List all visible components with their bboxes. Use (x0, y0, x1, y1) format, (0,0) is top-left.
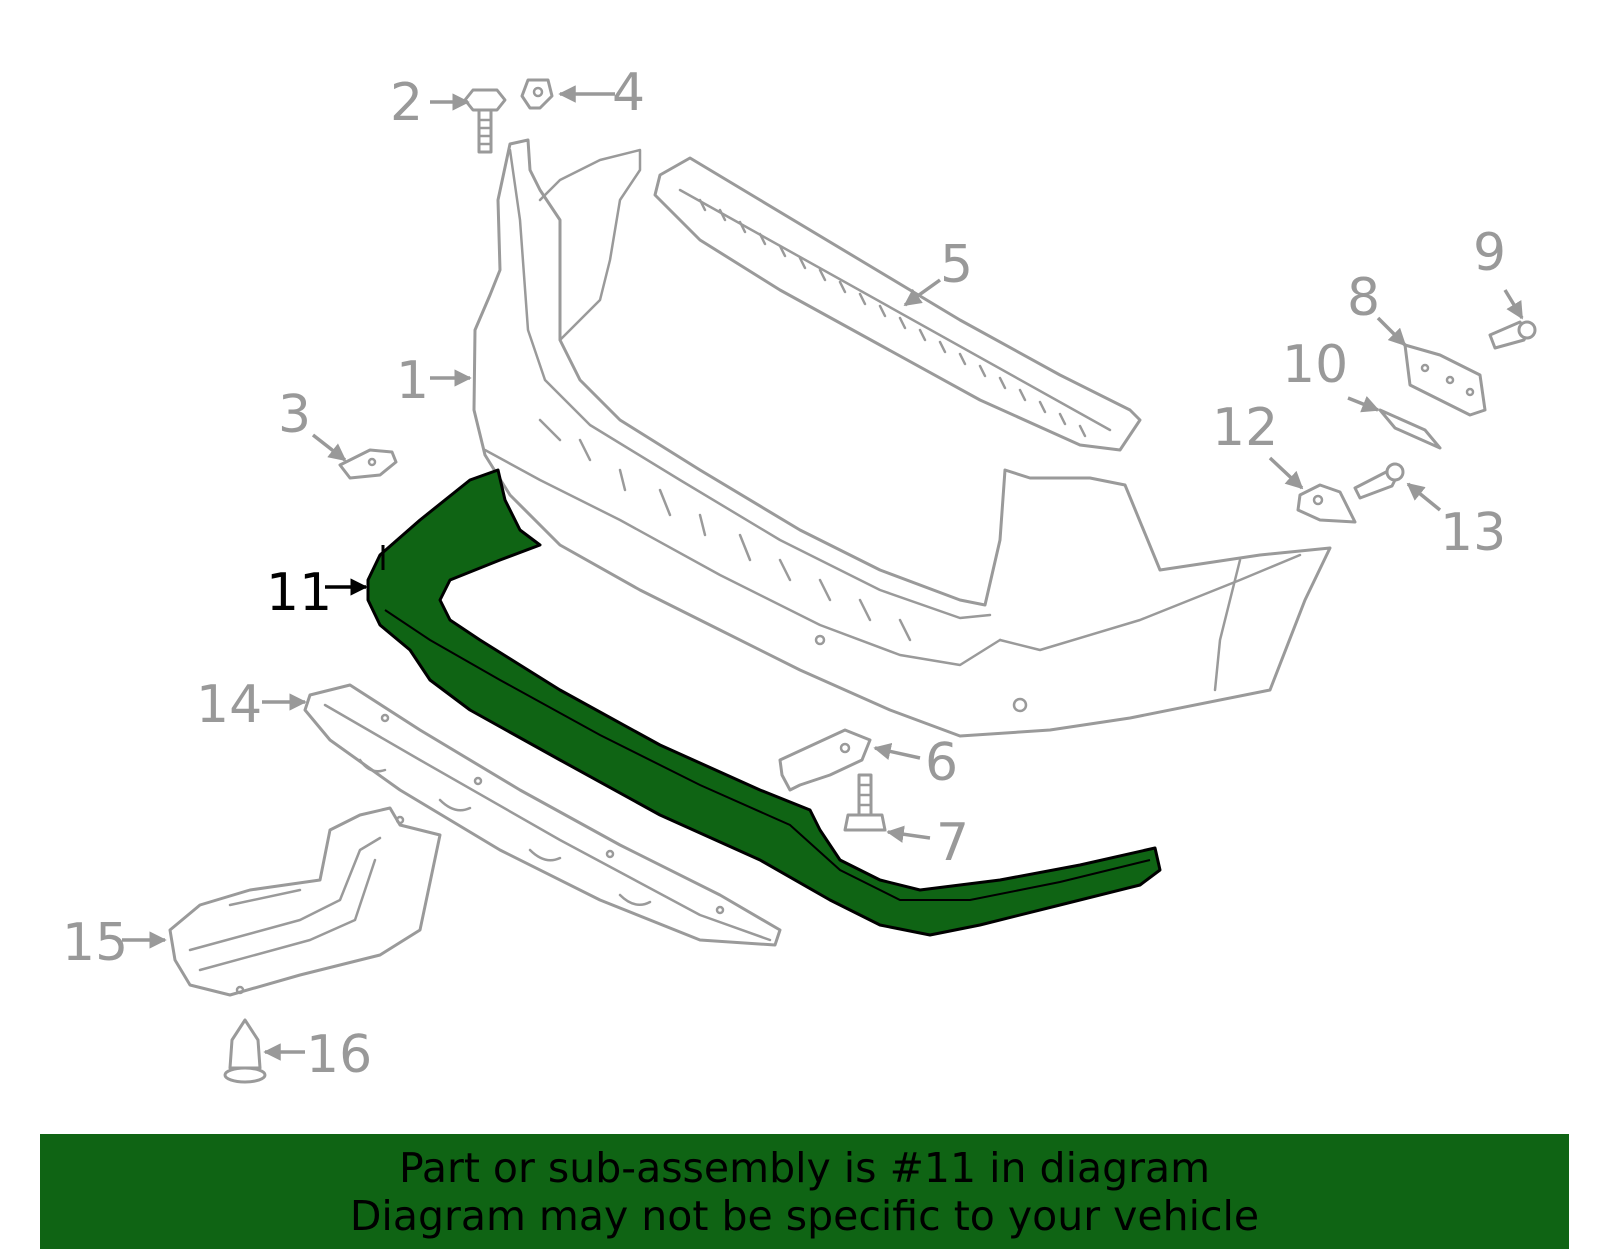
part-14-reinforcement (303, 683, 782, 947)
part-1-bumper-cover (472, 138, 1332, 738)
banner-line-2: Diagram may not be specific to your vehi… (349, 1192, 1260, 1240)
callout-16: 16 (306, 1025, 372, 1085)
callout-5: 5 (940, 235, 973, 295)
part-16-clip (223, 1018, 267, 1084)
part-13-screw (1353, 462, 1405, 500)
callout-12: 12 (1212, 398, 1278, 458)
callout-8: 8 (1347, 268, 1380, 328)
part-15-undercover (168, 806, 442, 997)
info-banner: Part or sub-assembly is #11 in diagram D… (40, 1134, 1569, 1249)
banner-line-1: Part or sub-assembly is #11 in diagram (398, 1144, 1211, 1192)
callout-11: 11 (266, 563, 332, 623)
callout-13: 13 (1440, 503, 1506, 563)
callout-labels: 2 4 5 1 3 9 8 10 12 13 11 14 6 7 15 16 (62, 63, 1506, 1085)
callout-1: 1 (396, 351, 429, 411)
part-3-bracket (338, 448, 398, 480)
callout-14: 14 (196, 675, 262, 735)
part-2-bolt (463, 88, 507, 154)
callout-7: 7 (936, 813, 969, 873)
part-12-retainer (1296, 483, 1357, 524)
part-8-bracket (1403, 343, 1487, 417)
callout-arrows (122, 85, 1524, 1061)
part-7-screw (843, 773, 887, 832)
part-4-clip (520, 78, 554, 110)
callout-4: 4 (612, 63, 645, 123)
callout-9: 9 (1473, 223, 1506, 283)
part-11-lower-valance (366, 468, 1162, 937)
part-5-step-pad (653, 156, 1142, 452)
callout-3: 3 (278, 385, 311, 445)
callout-15: 15 (62, 913, 128, 973)
callout-10: 10 (1282, 335, 1348, 395)
part-6-bracket (778, 728, 872, 792)
part-10-strip (1378, 408, 1442, 450)
callout-6: 6 (925, 733, 958, 793)
callout-2: 2 (390, 73, 423, 133)
part-9-screw (1488, 320, 1537, 350)
